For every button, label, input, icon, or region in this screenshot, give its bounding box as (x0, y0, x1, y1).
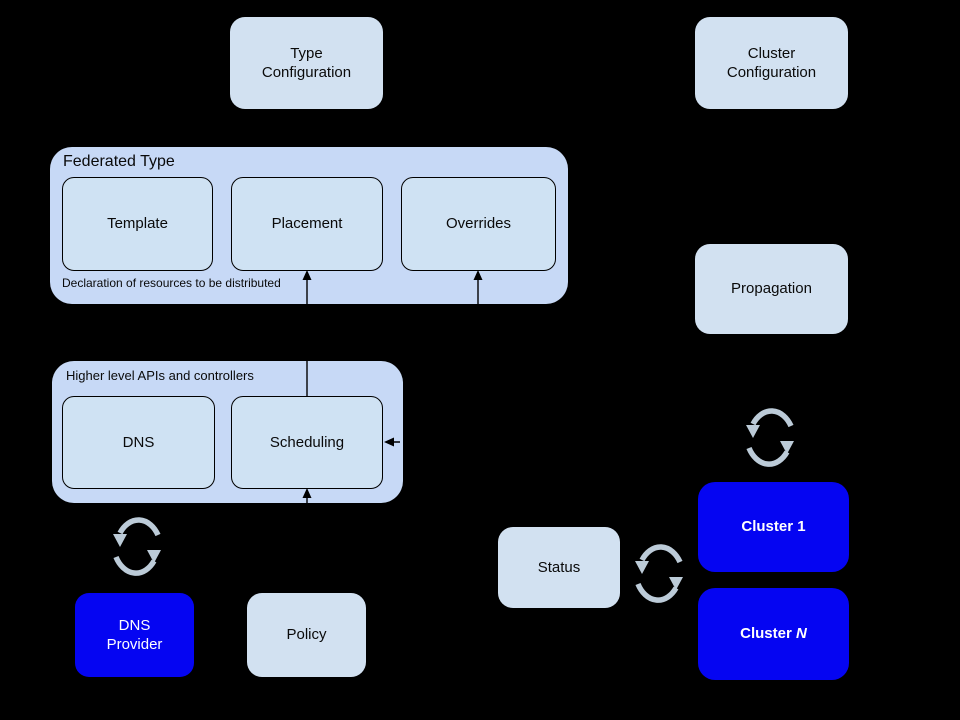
dns-box: DNS (62, 396, 215, 489)
template-box: Template (62, 177, 213, 271)
placement-box: Placement (231, 177, 383, 271)
federated-type-caption: Declaration of resources to be distribut… (62, 276, 281, 290)
higher-level-apis-title: Higher level APIs and controllers (66, 368, 254, 383)
overrides-box: Overrides (401, 177, 556, 271)
cluster-1-label: Cluster 1 (741, 518, 806, 536)
dns-provider-box: DNS Provider (75, 593, 194, 677)
sync-icon (746, 411, 794, 464)
federated-type-group: Federated Type Template Placement Overri… (50, 147, 568, 304)
dns-provider-label: DNS Provider (106, 616, 163, 654)
overrides-label: Overrides (445, 215, 512, 233)
scheduling-box: Scheduling (231, 396, 383, 489)
sync-icon (113, 520, 161, 573)
arrow-policy-to-scheduling (302, 488, 312, 592)
policy-box: Policy (247, 593, 366, 677)
propagation-box: Propagation (695, 244, 848, 334)
policy-label: Policy (286, 626, 327, 644)
cluster-configuration-box: Cluster Configuration (695, 17, 848, 109)
cluster-n-label: Cluster N (740, 625, 807, 643)
status-box: Status (498, 527, 620, 608)
sync-icon (635, 547, 683, 600)
placement-label: Placement (271, 215, 343, 233)
cluster-configuration-label: Cluster Configuration (726, 44, 817, 82)
propagation-label: Propagation (731, 280, 812, 298)
higher-level-apis-group: Higher level APIs and controllers DNS Sc… (52, 361, 403, 503)
cluster-1-box: Cluster 1 (698, 482, 849, 572)
federated-type-title: Federated Type (63, 153, 175, 170)
cluster-n-box: Cluster N (698, 588, 849, 680)
template-label: Template (107, 215, 168, 233)
type-configuration-label: Type Configuration (261, 44, 352, 82)
type-configuration-box: Type Configuration (230, 17, 383, 109)
scheduling-label: Scheduling (269, 433, 345, 451)
status-label: Status (537, 558, 581, 576)
dns-label: DNS (122, 433, 155, 451)
